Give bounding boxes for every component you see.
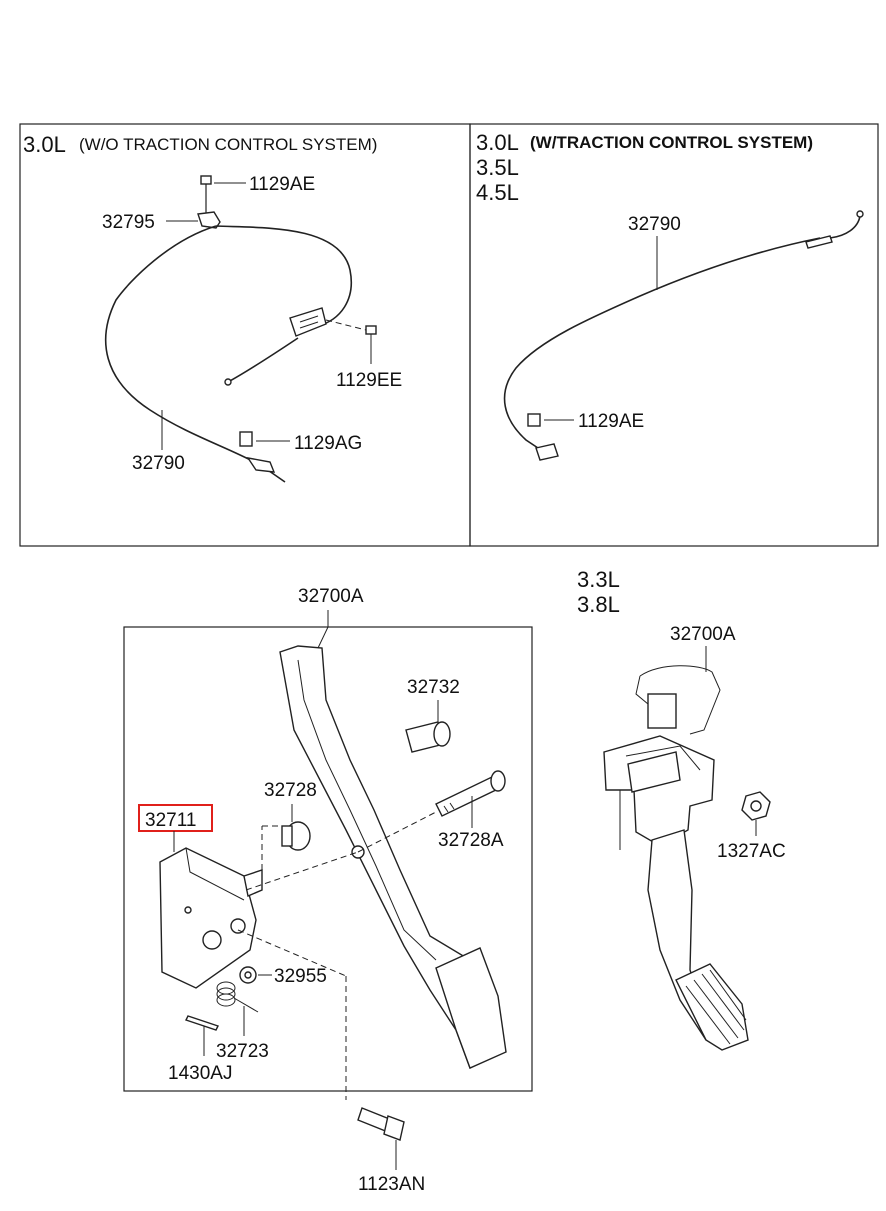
- nut-1327ac-icon[interactable]: [741, 791, 771, 821]
- electronic-pedal-assembly[interactable]: [603, 665, 749, 1051]
- top-right-engine-2: 4.5L: [476, 180, 519, 205]
- top-left-note: (W/O TRACTION CONTROL SYSTEM): [79, 135, 377, 154]
- stopper-32728-icon[interactable]: [281, 821, 311, 851]
- bottom-right-engine-1: 3.8L: [577, 592, 620, 617]
- bolt-1129ae-icon[interactable]: [200, 175, 246, 214]
- bolt-1129ag-icon[interactable]: [239, 431, 290, 473]
- label-1129ae-right: 1129AE: [578, 411, 644, 432]
- label-1129ag: 1129AG: [294, 433, 362, 454]
- pin-1430aj-icon[interactable]: [185, 1015, 219, 1031]
- top-right-engine-1: 3.5L: [476, 155, 519, 180]
- label-32728a: 32728A: [438, 830, 504, 851]
- label-1129ae-left: 1129AE: [249, 174, 315, 195]
- bottom-right-engine-0: 3.3L: [577, 567, 620, 592]
- bolt-32728a-icon[interactable]: [435, 770, 506, 817]
- label-1129ee: 1129EE: [336, 370, 402, 391]
- label-1430aj: 1430AJ: [168, 1063, 232, 1084]
- accelerator-pedal-arm[interactable]: [279, 645, 507, 1069]
- bolt-32732-icon[interactable]: [405, 721, 451, 753]
- top-right-panel-frame: [469, 123, 879, 547]
- label-32795: 32795: [102, 212, 155, 233]
- label-32700a-left: 32700A: [298, 586, 364, 607]
- throttle-cable-left[interactable]: [104, 225, 353, 483]
- top-right-note: (W/TRACTION CONTROL SYSTEM): [530, 133, 813, 152]
- label-1327ac: 1327AC: [717, 841, 786, 862]
- label-32790-right: 32790: [628, 214, 681, 235]
- washer-32955-icon[interactable]: [239, 966, 257, 984]
- label-32955: 32955: [274, 966, 327, 987]
- bracket-32795-icon[interactable]: [166, 211, 221, 229]
- cable-bracket-icon: [289, 307, 327, 337]
- bolt-1129ae-right-icon[interactable]: [527, 413, 574, 461]
- label-32728: 32728: [264, 780, 317, 801]
- throttle-cable-right[interactable]: [503, 237, 821, 453]
- highlight-box-32711: [138, 804, 213, 832]
- top-right-engine-0: 3.0L: [476, 130, 519, 155]
- top-left-engine-label: 3.0L: [23, 132, 66, 157]
- mounting-bracket-32711[interactable]: [159, 847, 263, 989]
- screw-1129ee-icon[interactable]: [325, 319, 377, 364]
- label-32732: 32732: [407, 677, 460, 698]
- label-32700a-right: 32700A: [670, 624, 736, 645]
- bolt-1123an-icon[interactable]: [357, 1107, 405, 1141]
- label-1123an: 1123AN: [358, 1174, 425, 1195]
- label-32790-left: 32790: [132, 453, 185, 474]
- label-32723: 32723: [216, 1041, 269, 1062]
- spring-32723-icon[interactable]: [216, 981, 259, 1013]
- label-32711: 32711: [145, 810, 196, 831]
- top-left-panel-frame: [19, 123, 471, 547]
